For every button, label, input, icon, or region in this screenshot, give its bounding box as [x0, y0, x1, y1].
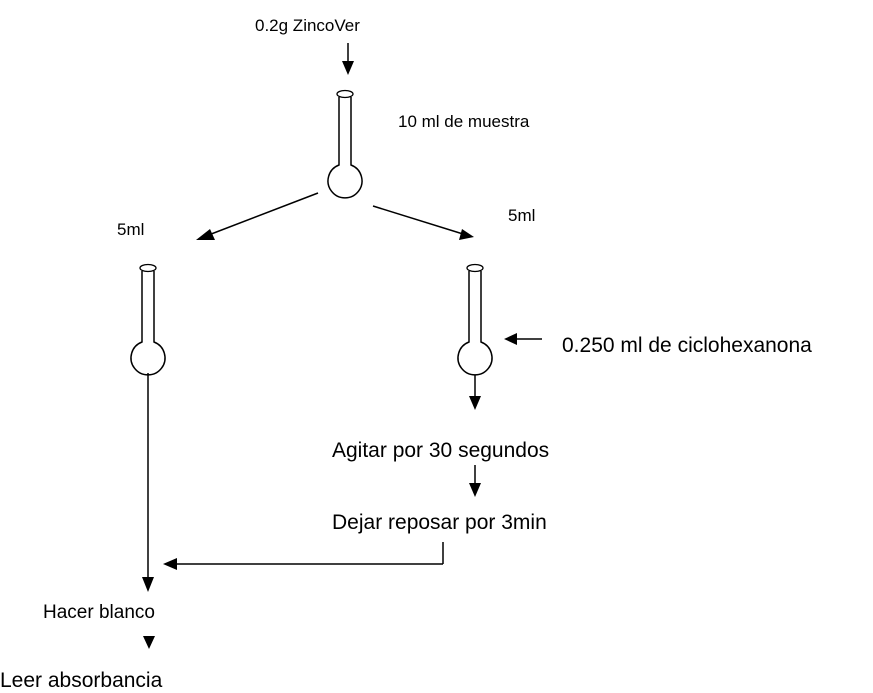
rest-to-blank-arrow — [163, 542, 444, 570]
sample-volume-label: 10 ml de muestra — [398, 112, 530, 131]
flask-to-shake-arrow — [469, 375, 481, 410]
left-split-volume-label: 5ml — [117, 220, 144, 239]
sample-flask-icon — [327, 89, 363, 199]
rest-step-label: Dejar reposar por 3min — [332, 511, 547, 534]
split-left-arrow — [196, 192, 319, 240]
blank-to-read-arrow — [143, 636, 155, 649]
blank-flask-to-blank-arrow — [142, 373, 154, 592]
blank-flask-icon — [130, 263, 166, 376]
reagent-arrow — [342, 43, 354, 75]
right-split-volume-label: 5ml — [508, 206, 535, 225]
shake-to-rest-arrow — [469, 465, 481, 497]
reaction-flask-icon — [457, 263, 493, 376]
read-absorbance-label: Leer absorbancia — [0, 669, 163, 692]
reagent-label: 0.2g ZincoVer — [255, 16, 360, 35]
cyclohexanone-volume-label: 0.250 ml de ciclohexanona — [562, 334, 812, 357]
split-right-arrow — [372, 205, 474, 240]
cyclohexanone-arrow — [504, 333, 542, 345]
shake-step-label: Agitar por 30 segundos — [332, 439, 549, 462]
blank-step-label: Hacer blanco — [43, 602, 155, 623]
